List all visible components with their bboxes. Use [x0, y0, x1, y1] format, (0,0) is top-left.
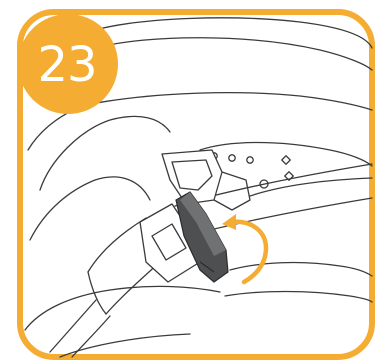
seat-right-cushion-lower: [225, 292, 372, 303]
seat-right-cushion: [230, 263, 372, 276]
seat-belt-strap-tail-2: [72, 316, 110, 357]
seat-belt-strap-tail: [50, 300, 96, 352]
seat-frame-plate: [200, 143, 372, 167]
frame-hole: [247, 157, 253, 163]
step-number: 23: [37, 41, 96, 89]
seat-top-contour: [95, 18, 372, 48]
seat-frame-plate-lower: [250, 178, 372, 196]
curved-rotation-arrow-icon: [222, 214, 266, 282]
seat-left-bolster: [30, 177, 150, 240]
seat-cushion-edge: [25, 286, 220, 330]
frame-slot: [282, 156, 290, 164]
seat-base-line: [60, 334, 190, 357]
seat-left-inner: [40, 116, 170, 190]
step-number-badge: 23: [18, 14, 118, 114]
seat-belt-strap-lower: [106, 262, 160, 314]
seat-back-contour: [95, 38, 372, 70]
seat-belt-strap-upper: [88, 218, 146, 272]
frame-hole: [229, 155, 235, 161]
seat-upper-panel: [60, 93, 372, 112]
